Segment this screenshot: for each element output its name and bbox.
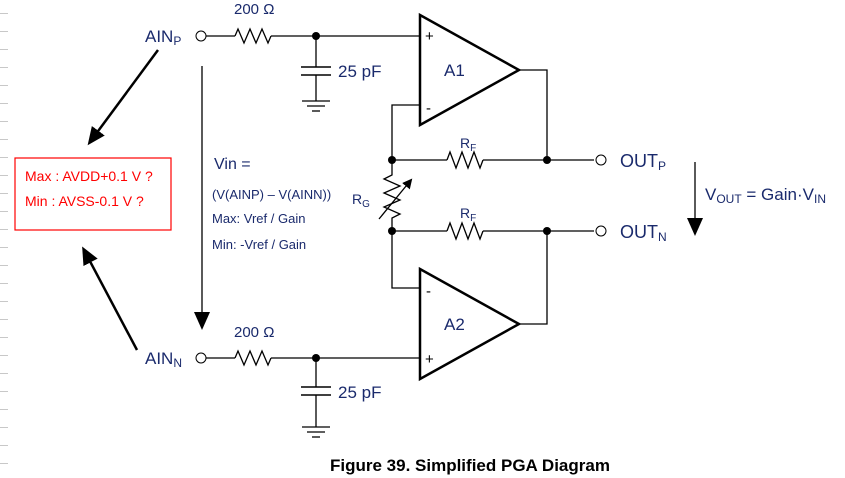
rf-bottom-label: RF (460, 205, 476, 224)
vin-diff: (V(AINP) – V(AINN)) (212, 187, 331, 202)
outp-terminal (595, 154, 607, 166)
outp-label: OUTP (620, 151, 666, 173)
a1-out-wire (519, 69, 548, 160)
a1-plus: + (425, 28, 434, 45)
r-in-n-label: 200 Ω (234, 324, 274, 341)
a1-neg-wire (391, 104, 420, 160)
a2-plus: + (425, 351, 434, 368)
figure-caption: Figure 39. Simplified PGA Diagram (330, 456, 610, 475)
a2-label: A2 (444, 315, 465, 334)
ground-icon (302, 426, 330, 438)
a1-label: A1 (444, 61, 465, 80)
ainn-terminal (195, 352, 207, 364)
range-max: Max : AVDD+0.1 V ? (25, 168, 153, 184)
ainn-range-arrow (82, 246, 139, 351)
ainp-terminal (195, 30, 207, 42)
a2-minus: - (426, 283, 431, 300)
vin-title: Vin = (214, 156, 251, 173)
a2-neg-wire (391, 231, 420, 289)
rg-resistor (382, 160, 402, 231)
range-min: Min : AVSS-0.1 V ? (25, 193, 144, 209)
c-n-label: 25 pF (338, 383, 381, 402)
a1-minus: - (426, 100, 431, 117)
range-box (14, 157, 172, 231)
rf-bottom-resistor (446, 221, 484, 241)
outn-label: OUTN (620, 222, 667, 244)
rf-top-label: RF (460, 135, 476, 154)
vout-equation: VOUT = Gain·VIN (705, 185, 826, 206)
ainp-label: AINP (145, 27, 181, 48)
r-in-p-resistor (234, 27, 272, 45)
ainp-range-arrow (87, 49, 160, 146)
rg-variable-arrow (378, 178, 413, 220)
r-in-p-label: 200 Ω (234, 1, 274, 18)
c-p-label: 25 pF (338, 62, 381, 81)
outn-terminal (595, 225, 607, 237)
ainn-label: AINN (145, 349, 182, 370)
r-in-n-resistor (234, 349, 272, 367)
a2-out-wire (519, 231, 548, 325)
vin-max: Max: Vref / Gain (212, 211, 305, 226)
rg-label: RG (352, 191, 370, 210)
ground-icon (302, 100, 330, 112)
node-dot (543, 156, 551, 164)
rf-top-resistor (446, 150, 484, 170)
vin-min: Min: -Vref / Gain (212, 237, 306, 252)
amp-a2 (418, 266, 522, 382)
amp-a1 (418, 12, 522, 128)
